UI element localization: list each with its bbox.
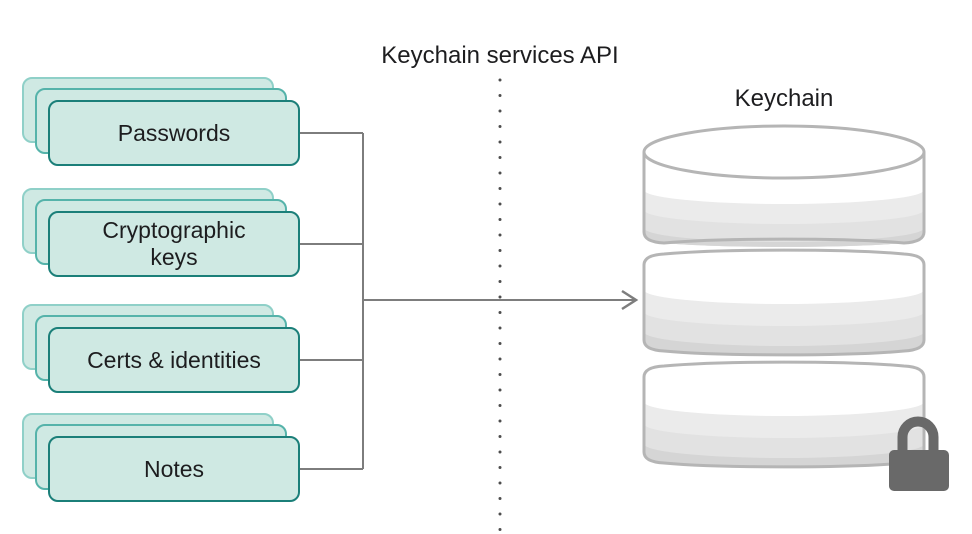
- disc1-band4: [644, 228, 924, 247]
- keychain-label: Keychain: [734, 85, 834, 112]
- card-certs-identities: Certs & identities: [48, 327, 300, 393]
- card-stack-cryptographic-keys: Cryptographic keys: [22, 188, 300, 277]
- database-cylinder-icon: [642, 124, 926, 469]
- lock-body: [889, 450, 949, 491]
- card-label: Notes: [143, 455, 205, 482]
- card-label: Certs & identities: [87, 346, 261, 373]
- card-label: Cryptographic keys: [102, 217, 246, 270]
- card-cryptographic-keys: Cryptographic keys: [48, 211, 300, 277]
- card-stack-certs-identities: Certs & identities: [22, 304, 300, 393]
- connector-lines: [300, 132, 639, 470]
- arrow-head-icon: [621, 289, 639, 311]
- disc3-band4: [644, 444, 924, 467]
- card-stack-passwords: Passwords: [22, 77, 300, 166]
- card-passwords: Passwords: [48, 100, 300, 166]
- card-label: Passwords: [117, 119, 231, 146]
- card-stack-notes: Notes: [22, 413, 300, 502]
- lock-shackle: [897, 416, 939, 452]
- disc1-outline: [642, 152, 926, 245]
- disc1-top-rim: [642, 124, 926, 180]
- disc1-band3: [644, 210, 924, 247]
- card-notes: Notes: [48, 436, 300, 502]
- disc2-band4: [644, 332, 924, 355]
- lock-icon: [889, 416, 949, 491]
- diagram-title: Keychain services API: [381, 42, 619, 69]
- disc2-outline: [642, 248, 926, 357]
